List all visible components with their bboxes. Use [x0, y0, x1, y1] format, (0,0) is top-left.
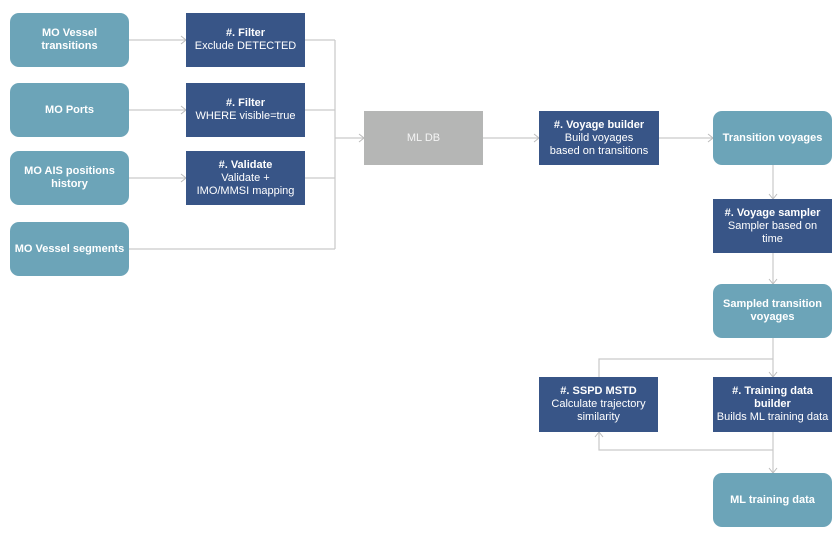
step-voyage-builder[interactable]: #. Voyage builder Build voyages based on…	[539, 111, 659, 165]
connector-loop-bottom	[598, 432, 773, 451]
arrowhead	[594, 431, 604, 438]
node-label: ML training data	[730, 493, 815, 506]
source-vessel-segments[interactable]: MO Vessel segments	[10, 222, 129, 276]
step-description: Validate + IMO/MMSI mapping	[196, 171, 295, 197]
step-sspd-mstd[interactable]: #. SSPD MSTD Calculate trajectory simila…	[539, 377, 658, 432]
step-validate[interactable]: #. Validate Validate + IMO/MMSI mapping	[186, 151, 305, 205]
step-training-builder[interactable]: #. Training data builder Builds ML train…	[713, 377, 832, 432]
node-label: Sampled transition voyages	[722, 298, 823, 323]
output-sampled-voyages[interactable]: Sampled transition voyages	[713, 284, 832, 338]
source-vessel-transitions[interactable]: MO Vessel transitions	[10, 13, 129, 67]
node-label: MO Ports	[45, 103, 94, 116]
step-title: #. Filter	[225, 27, 266, 39]
step-voyage-sampler[interactable]: #. Voyage sampler Sampler based on time	[713, 199, 832, 253]
step-title: #. Training data builder	[732, 385, 813, 410]
step-description: WHERE visible=true	[195, 110, 296, 122]
connector-loop-top	[598, 358, 773, 377]
node-label: MO AIS positions history	[24, 165, 115, 190]
step-title: #. Voyage builder	[553, 118, 645, 131]
step-description: Calculate trajectory similarity	[551, 398, 646, 423]
step-description: Build voyages based on transitions	[549, 131, 649, 157]
ml-db[interactable]: ML DB	[364, 111, 483, 165]
step-description: Sampler based on time	[727, 219, 818, 245]
step-description: Exclude DETECTED	[194, 40, 297, 52]
node-label: MO Vessel segments	[14, 242, 125, 255]
database-label: ML DB	[406, 131, 441, 144]
source-ais-positions[interactable]: MO AIS positions history	[10, 151, 129, 205]
step-title: #. SSPD MSTD	[560, 385, 637, 397]
step-description: Builds ML training data	[716, 411, 829, 423]
output-training-data[interactable]: ML training data	[713, 473, 832, 527]
output-transition-voyages[interactable]: Transition voyages	[713, 111, 832, 165]
node-label: MO Vessel transitions	[41, 27, 98, 52]
step-title: #. Voyage sampler	[724, 206, 821, 219]
source-ports[interactable]: MO Ports	[10, 83, 129, 137]
step-title: #. Filter	[225, 97, 266, 109]
step-filter-transitions[interactable]: #. Filter Exclude DETECTED	[186, 13, 305, 67]
step-filter-ports[interactable]: #. Filter WHERE visible=true	[186, 83, 305, 137]
step-title: #. Validate	[218, 158, 273, 171]
node-label: Transition voyages	[722, 131, 823, 144]
